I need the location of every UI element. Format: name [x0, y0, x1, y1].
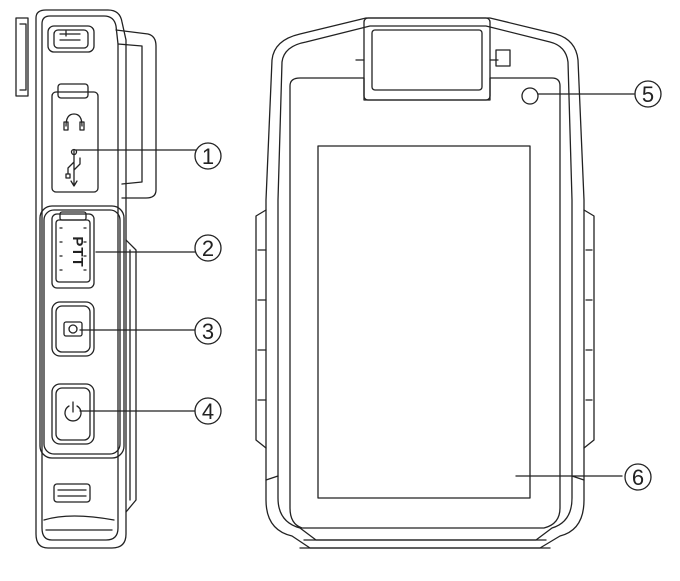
top-tab: [16, 18, 28, 96]
callout-circle: [195, 398, 221, 424]
front-body-inner: [278, 26, 572, 540]
callout-lines: [76, 94, 634, 476]
callout-number-1: 1: [202, 144, 214, 169]
side-body-outline: [36, 10, 126, 548]
callout-4: 4: [195, 398, 221, 424]
side-view: PTT: [16, 10, 156, 548]
camera-button[interactable]: [52, 302, 94, 356]
callout-2: 2: [195, 235, 221, 261]
belt-clip-inner: [118, 44, 142, 184]
callout-number-6: 6: [632, 465, 644, 490]
callout-3: 3: [195, 318, 221, 344]
side-body-inner: [42, 16, 118, 540]
indicator-light: [522, 88, 538, 104]
back-ridge: [126, 240, 136, 512]
callout-number-2: 2: [202, 236, 214, 261]
front-view: [256, 18, 594, 548]
ptt-button[interactable]: PTT: [52, 212, 94, 288]
callout-circle: [635, 81, 661, 107]
callout-5: 5: [635, 81, 661, 107]
button-panel: [40, 206, 124, 458]
callout-number-5: 5: [642, 82, 654, 107]
callout-6: 6: [625, 464, 651, 490]
callout-circle: [195, 235, 221, 261]
belt-clip: [116, 30, 156, 198]
camera-icon: [64, 322, 82, 336]
callout-circle: [195, 143, 221, 169]
bottom-latch: [54, 484, 90, 502]
callout-circle: [625, 464, 651, 490]
front-body-outline: [266, 18, 584, 548]
callout-number-3: 3: [202, 319, 214, 344]
callout-1: 1: [195, 143, 221, 169]
ports-cover[interactable]: [52, 84, 98, 192]
ptt-label: PTT: [69, 236, 86, 267]
front-panel: [290, 78, 560, 528]
usb-icon: [66, 150, 80, 186]
power-button[interactable]: [52, 384, 94, 444]
callout-number-4: 4: [202, 399, 214, 424]
power-icon: [65, 402, 81, 421]
callout-circle: [195, 318, 221, 344]
display-screen: [318, 146, 530, 498]
headphone-icon: [64, 114, 84, 130]
